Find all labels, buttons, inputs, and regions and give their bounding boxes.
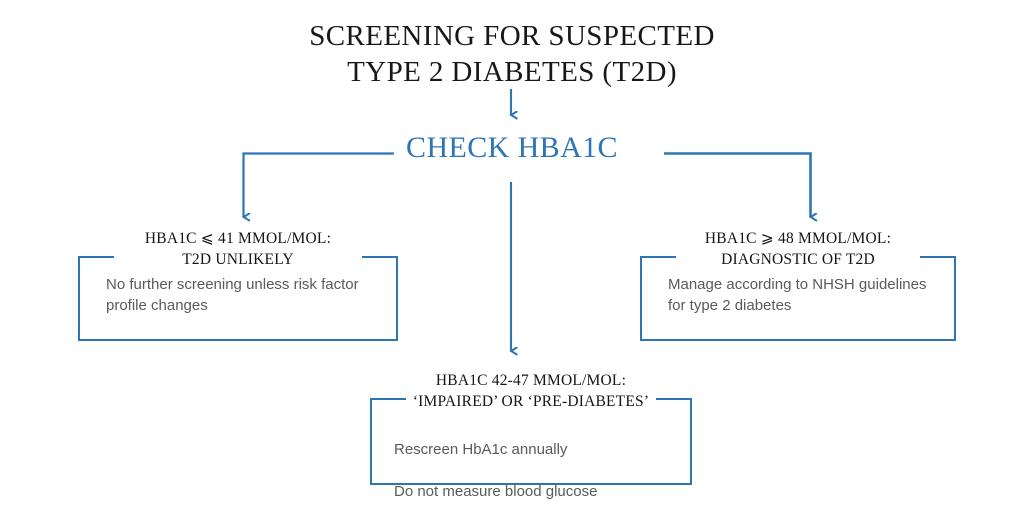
box-top-stub-right <box>920 256 956 258</box>
box-top-stub-left <box>640 256 676 258</box>
outcome-body: Manage according to NHSH guidelines for … <box>668 276 927 314</box>
box-top-stub-right <box>656 398 692 400</box>
box-frame <box>640 256 956 341</box>
outcome-body-line-2-emphasis: Do not measure blood glucose <box>394 483 598 500</box>
box-top-stub-right <box>362 256 398 258</box>
box-frame <box>370 398 692 485</box>
decision-node-check-hba1c: CHECK HBA1C <box>406 131 618 164</box>
box-top-stub-left <box>370 398 406 400</box>
outcome-box-t2d-unlikely: HBA1C ⩽ 41 MMOL/MOL: T2D UNLIKELY No fur… <box>78 228 398 341</box>
outcome-heading: HBA1C 42-47 MMOL/MOL: ‘IMPAIRED’ OR ‘PRE… <box>412 372 650 410</box>
outcome-heading: HBA1C ⩾ 48 MMOL/MOL: DIAGNOSTIC OF T2D <box>704 230 892 268</box>
page-title: SCREENING FOR SUSPECTED TYPE 2 DIABETES … <box>309 20 715 88</box>
outcome-box-pre-diabetes: HBA1C 42-47 MMOL/MOL: ‘IMPAIRED’ OR ‘PRE… <box>370 370 692 500</box>
outcome-box-diagnostic-of-t2d: HBA1C ⩾ 48 MMOL/MOL: DIAGNOSTIC OF T2D M… <box>640 228 956 341</box>
outcome-body-group: Rescreen HbA1c annually Do not measure b… <box>394 418 684 511</box>
box-frame <box>78 256 398 341</box>
outcome-heading: HBA1C ⩽ 41 MMOL/MOL: T2D UNLIKELY <box>144 230 332 268</box>
box-top-stub-left <box>78 256 114 258</box>
outcome-body-line-1: Rescreen HbA1c annually <box>394 441 568 458</box>
outcome-body: No further screening unless risk factor … <box>106 276 359 314</box>
